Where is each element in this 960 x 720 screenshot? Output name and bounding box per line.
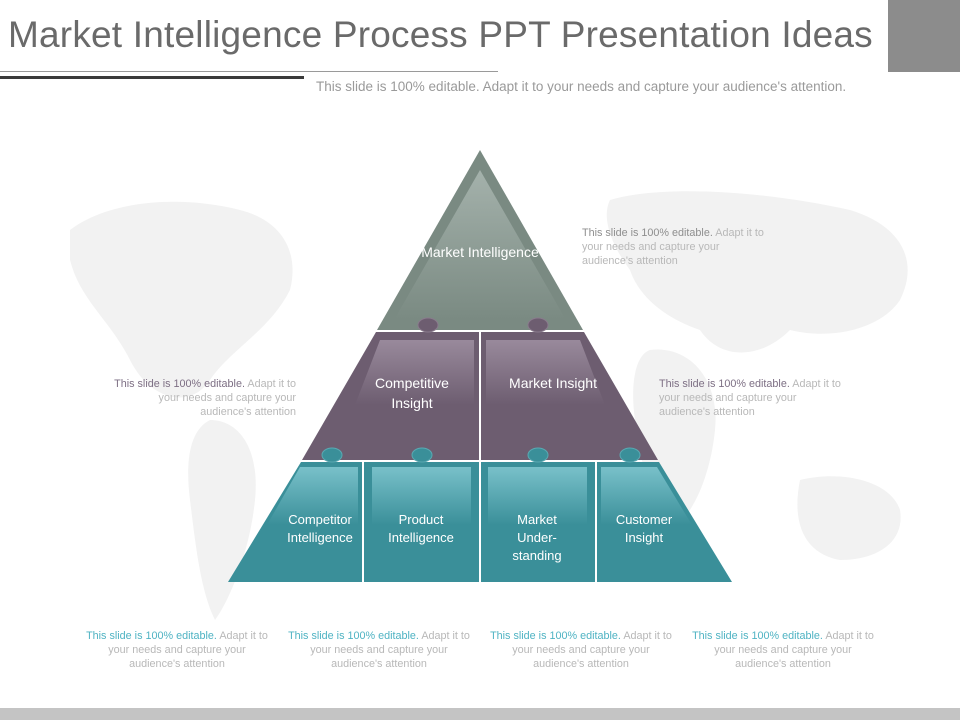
label-market-insight: Market Insight xyxy=(509,375,597,391)
label-market-intelligence: Market Intelligence xyxy=(421,244,539,260)
note-text: Adapt it to your needs and capture your … xyxy=(108,630,268,670)
note-top-right: This slide is 100% editable. Adapt it to… xyxy=(582,226,768,268)
label-competitive-insight: Competitive Insight xyxy=(375,375,449,411)
title-rule-thick xyxy=(0,76,304,79)
note-lead: This slide is 100% editable. xyxy=(490,630,621,642)
label-customer-insight: Customer Insight xyxy=(615,512,673,545)
note-text: Adapt it to your needs and capture your … xyxy=(582,227,764,267)
note-text: Adapt it to your needs and capture your … xyxy=(158,378,296,418)
pyramid-top-section xyxy=(377,150,583,330)
bottom-bar xyxy=(0,708,960,720)
title-rule-thin xyxy=(0,71,498,72)
note-lead: This slide is 100% editable. xyxy=(114,378,245,390)
note-lead: This slide is 100% editable. xyxy=(582,227,713,239)
note-bottom-1: This slide is 100% editable. Adapt it to… xyxy=(84,629,270,671)
note-bottom-3: This slide is 100% editable. Adapt it to… xyxy=(488,629,674,671)
puzzle-connectors xyxy=(321,317,641,463)
pyramid-middle-section xyxy=(302,332,658,460)
note-lead: This slide is 100% editable. xyxy=(86,630,217,642)
note-text: Adapt it to your needs and capture your … xyxy=(512,630,672,670)
label-product-intelligence: Product Intelligence xyxy=(388,512,454,545)
note-text: Adapt it to your needs and capture your … xyxy=(659,378,841,418)
corner-block xyxy=(888,0,960,72)
label-market-understanding: Market Under- standing xyxy=(512,512,562,563)
note-middle-right: This slide is 100% editable. Adapt it to… xyxy=(659,377,845,419)
note-bottom-2: This slide is 100% editable. Adapt it to… xyxy=(286,629,472,671)
note-text: Adapt it to your needs and capture your … xyxy=(310,630,470,670)
note-middle-left: This slide is 100% editable. Adapt it to… xyxy=(110,377,296,419)
note-lead: This slide is 100% editable. xyxy=(659,378,790,390)
slide-subtitle: This slide is 100% editable. Adapt it to… xyxy=(316,79,847,94)
note-bottom-4: This slide is 100% editable. Adapt it to… xyxy=(690,629,876,671)
pyramid-bottom-section xyxy=(228,462,732,582)
note-lead: This slide is 100% editable. xyxy=(692,630,823,642)
note-text: Adapt it to your needs and capture your … xyxy=(714,630,874,670)
note-lead: This slide is 100% editable. xyxy=(288,630,419,642)
world-map-background xyxy=(70,191,908,620)
label-competitor-intelligence: Competitor Intelligence xyxy=(287,512,353,545)
slide-title: Market Intelligence Process PPT Presenta… xyxy=(8,14,873,55)
